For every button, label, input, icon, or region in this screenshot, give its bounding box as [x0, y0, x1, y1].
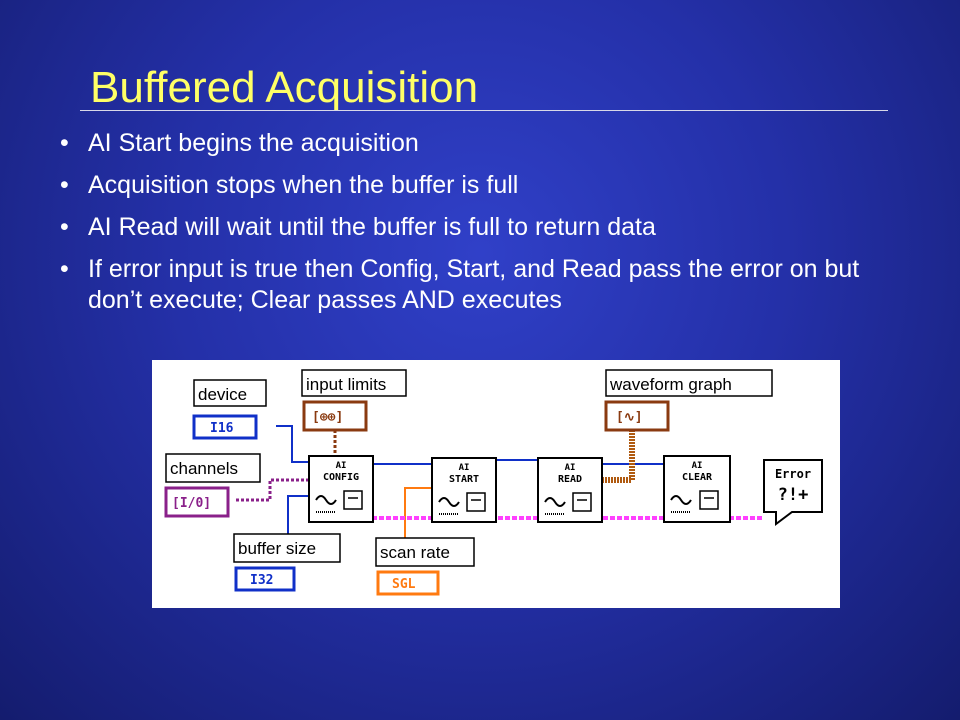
wire-scan-rate: [404, 487, 432, 538]
bullet-dot: •: [60, 255, 69, 283]
ai-read-line1: AI: [565, 463, 576, 473]
bullet-item: • Acquisition stops when the buffer is fu…: [60, 170, 920, 201]
sine-icon: [438, 497, 460, 507]
bullet-item: • If error input is true then Config, Sta…: [60, 254, 920, 316]
bullet-text: Acquisition stops when the buffer is ful…: [88, 171, 519, 199]
waveform-graph-label: waveform graph: [609, 375, 732, 394]
bullet-dot: •: [60, 171, 69, 199]
channels-type: [I/0]: [172, 496, 211, 511]
daq-card-icon: [572, 492, 592, 512]
input-limits-control[interactable]: input limits [⊕⊕]: [301, 369, 407, 432]
waveform-graph-type: [∿]: [616, 410, 643, 425]
ai-clear-line2: CLEAR: [682, 472, 713, 483]
ai-config-line2: CONFIG: [323, 472, 359, 483]
device-type: I16: [210, 421, 234, 436]
sine-icon: [670, 495, 692, 505]
ai-clear-line1: AI: [692, 461, 703, 471]
ai-config-vi[interactable]: AI CONFIG: [308, 455, 374, 523]
ai-read-vi[interactable]: AI READ: [537, 457, 603, 523]
speech-bubble-icon: [763, 459, 823, 526]
title-underline: [80, 110, 888, 111]
bullet-item: • AI Start begins the acquisition: [60, 128, 920, 159]
bullet-dot: •: [60, 129, 69, 157]
daq-card-icon: [343, 490, 363, 510]
buffer-size-label: buffer size: [238, 539, 316, 558]
ai-start-line2: START: [449, 474, 479, 485]
channels-control[interactable]: channels [I/0]: [164, 453, 261, 518]
slide-title: Buffered Acquisition: [90, 63, 479, 112]
labview-block-diagram: device I16 channels [I/0] buffer size I3…: [152, 360, 840, 608]
input-limits-type: [⊕⊕]: [312, 410, 343, 425]
wire-taskid: [372, 459, 672, 465]
sine-icon: [544, 497, 566, 507]
wire-waveform: [600, 430, 635, 483]
scan-rate-control[interactable]: scan rate SGL: [375, 537, 475, 596]
bullet-text: AI Start begins the acquisition: [88, 129, 419, 157]
error-handler-line2: ?!+: [778, 485, 809, 505]
sine-icon: [315, 495, 337, 505]
scan-rate-label: scan rate: [380, 543, 450, 562]
daq-card-icon: [699, 490, 719, 510]
ai-clear-vi[interactable]: AI CLEAR: [663, 455, 731, 523]
wire-channels: [236, 478, 319, 502]
block-diagram-svg: device I16 channels [I/0] buffer size I3…: [164, 369, 823, 596]
ai-read-line2: READ: [558, 474, 582, 485]
buffer-size-control[interactable]: buffer size I32: [233, 533, 341, 592]
bullet-text: If error input is true then Config, Star…: [88, 255, 860, 314]
error-handler-vi[interactable]: Error ?!+: [763, 459, 823, 526]
scan-rate-type: SGL: [392, 577, 416, 592]
bullet-item: • AI Read will wait until the buffer is f…: [60, 212, 920, 243]
channels-label: channels: [170, 459, 238, 478]
input-limits-label: input limits: [306, 375, 386, 394]
ai-start-line1: AI: [459, 463, 470, 473]
buffer-size-type: I32: [250, 573, 273, 588]
bullet-dot: •: [60, 213, 69, 241]
wire-device: [276, 425, 319, 463]
bullet-list: • AI Start begins the acquisition • Acquis…: [60, 128, 920, 327]
bullet-text: AI Read will wait until the buffer is fu…: [88, 213, 656, 241]
error-handler-line1: Error: [775, 467, 811, 481]
waveform-graph-indicator[interactable]: waveform graph [∿]: [604, 369, 773, 432]
device-control[interactable]: device I16: [192, 379, 267, 440]
device-label: device: [198, 385, 247, 404]
daq-card-icon: [466, 492, 486, 512]
ai-start-vi[interactable]: AI START: [431, 457, 497, 523]
ai-config-line1: AI: [336, 461, 347, 471]
